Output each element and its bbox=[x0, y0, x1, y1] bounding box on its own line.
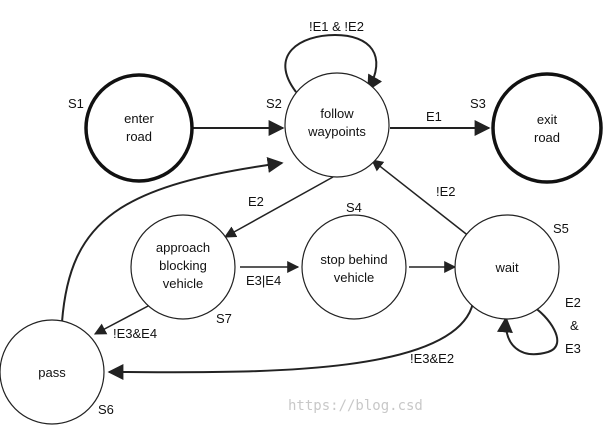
state-s7: approach blocking vehicle bbox=[130, 214, 236, 320]
edge-label-s5-s2: !E2 bbox=[436, 184, 456, 199]
edge-s5-s2 bbox=[371, 159, 471, 238]
edge-s2-self bbox=[284, 33, 383, 93]
state-s2-line-1: follow bbox=[320, 106, 354, 121]
edge-label-s5-self-1: E2 bbox=[565, 295, 581, 310]
edge-s6-s2 bbox=[61, 157, 284, 323]
state-s6-id: S6 bbox=[98, 402, 114, 417]
edge-label-s7-s6: !E3&E4 bbox=[113, 326, 157, 341]
state-s2: follow waypoints bbox=[284, 72, 390, 178]
edge-s2-s7 bbox=[223, 176, 334, 238]
watermark-text: https://blog.csd bbox=[288, 398, 423, 414]
edge-label-s2-self: !E1 & !E2 bbox=[309, 19, 364, 34]
edge-label-s5-self-3: E3 bbox=[565, 341, 581, 356]
state-s3-line-1: exit bbox=[537, 112, 558, 127]
state-s7-id: S7 bbox=[216, 311, 232, 326]
edge-label-s2-s3: E1 bbox=[426, 109, 442, 124]
state-s1: enter road bbox=[84, 73, 194, 183]
edge-label-s7-s4: E3|E4 bbox=[246, 273, 281, 288]
state-s7-line-1: approach bbox=[156, 240, 210, 255]
state-s6: pass bbox=[0, 319, 105, 425]
state-s3: exit road bbox=[491, 72, 603, 184]
state-s7-line-3: vehicle bbox=[163, 276, 203, 291]
state-s4: stop behind vehicle bbox=[301, 214, 407, 320]
edge-s7-s6 bbox=[93, 304, 151, 335]
edge-s5-self bbox=[496, 305, 559, 356]
edge-label-s5-s6: !E3&E2 bbox=[410, 351, 454, 366]
state-s4-line-1: stop behind bbox=[320, 252, 387, 267]
state-s2-line-2: waypoints bbox=[307, 124, 366, 139]
state-s1-line-1: enter bbox=[124, 111, 154, 126]
state-s5: wait bbox=[454, 214, 560, 320]
state-s1-line-2: road bbox=[126, 129, 152, 144]
edge-label-s5-self-2: & bbox=[570, 318, 579, 333]
state-s4-line-2: vehicle bbox=[334, 270, 374, 285]
state-s7-line-2: blocking bbox=[159, 258, 207, 273]
state-s6-line-1: pass bbox=[38, 365, 66, 380]
edge-s5-s6 bbox=[107, 302, 474, 381]
state-s5-line-1: wait bbox=[494, 260, 519, 275]
state-s3-line-2: road bbox=[534, 130, 560, 145]
state-s2-id: S2 bbox=[266, 96, 282, 111]
state-s3-id: S3 bbox=[470, 96, 486, 111]
state-s4-id: S4 bbox=[346, 200, 362, 215]
state-s5-id: S5 bbox=[553, 221, 569, 236]
edge-label-s2-s7: E2 bbox=[248, 194, 264, 209]
state-s1-id: S1 bbox=[68, 96, 84, 111]
